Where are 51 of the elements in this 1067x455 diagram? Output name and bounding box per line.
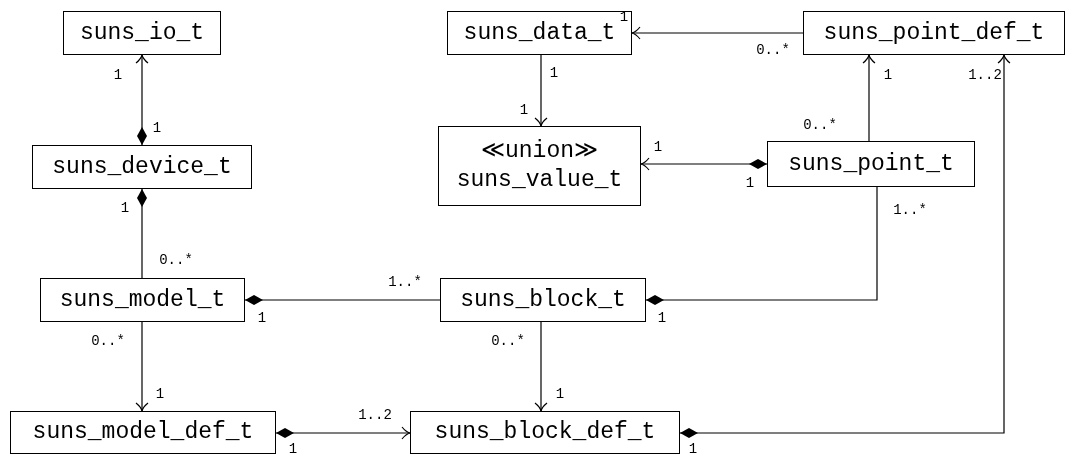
- multiplicity-label: 1: [745, 176, 755, 190]
- multiplicity-label: 1..*: [388, 275, 422, 289]
- multiplicity-label: 1..2: [968, 68, 1002, 82]
- composition-line: [135, 54, 149, 146]
- class-name: suns_block_def_t: [434, 418, 656, 447]
- multiplicity-label: 1: [113, 68, 123, 82]
- multiplicity-label: 1: [519, 103, 529, 117]
- class-box: [440, 278, 646, 322]
- class-box: [767, 141, 975, 187]
- class-name: suns_value_t: [456, 166, 623, 195]
- class-box: [438, 126, 641, 206]
- class-name: suns_data_t: [463, 18, 616, 48]
- multiplicity-label: 1..2: [358, 408, 392, 422]
- multiplicity-label: 0..*: [756, 43, 790, 57]
- class-name: suns_io_t: [79, 18, 205, 48]
- multiplicity-label: 1: [120, 201, 130, 215]
- multiplicity-label: 1: [288, 442, 298, 455]
- composition-line: [645, 186, 878, 305]
- composition-line: [244, 295, 441, 305]
- multiplicity-label: 1: [657, 311, 667, 325]
- multiplicity-label: 1: [653, 140, 663, 154]
- class-box: [32, 145, 252, 189]
- multiplicity-label: 1..*: [893, 203, 927, 217]
- class-name: suns_device_t: [52, 152, 232, 182]
- class-name: suns_point_def_t: [823, 18, 1045, 48]
- class-box: [447, 11, 632, 55]
- stereotype-label: ≪union≫: [481, 137, 598, 166]
- class-name: suns_point_t: [788, 149, 954, 179]
- class-box: [10, 411, 276, 454]
- multiplicity-label: 0..*: [159, 253, 193, 267]
- class-box: [40, 278, 245, 322]
- multiplicity-label: 1: [883, 68, 893, 82]
- multiplicity-label: 0..*: [91, 334, 125, 348]
- composition-line: [640, 157, 768, 171]
- multiplicity-label: 1: [688, 442, 698, 455]
- class-name: suns_block_t: [460, 285, 626, 315]
- composition-line: [137, 188, 147, 279]
- composition-line: [679, 54, 1011, 438]
- class-box: [63, 11, 221, 55]
- multiplicity-label: 0..*: [491, 334, 525, 348]
- multiplicity-label: 1: [257, 311, 267, 325]
- multiplicity-label: 1: [555, 387, 565, 401]
- multiplicity-label: 1: [549, 66, 559, 80]
- class-box: [410, 411, 680, 454]
- class-box: [803, 11, 1065, 55]
- class-name: suns_model_t: [59, 285, 226, 315]
- class-name: suns_model_def_t: [32, 418, 254, 447]
- multiplicity-label: 1: [155, 387, 165, 401]
- multiplicity-label: 1: [152, 121, 162, 135]
- multiplicity-label: 0..*: [803, 118, 837, 132]
- composition-line: [275, 426, 411, 440]
